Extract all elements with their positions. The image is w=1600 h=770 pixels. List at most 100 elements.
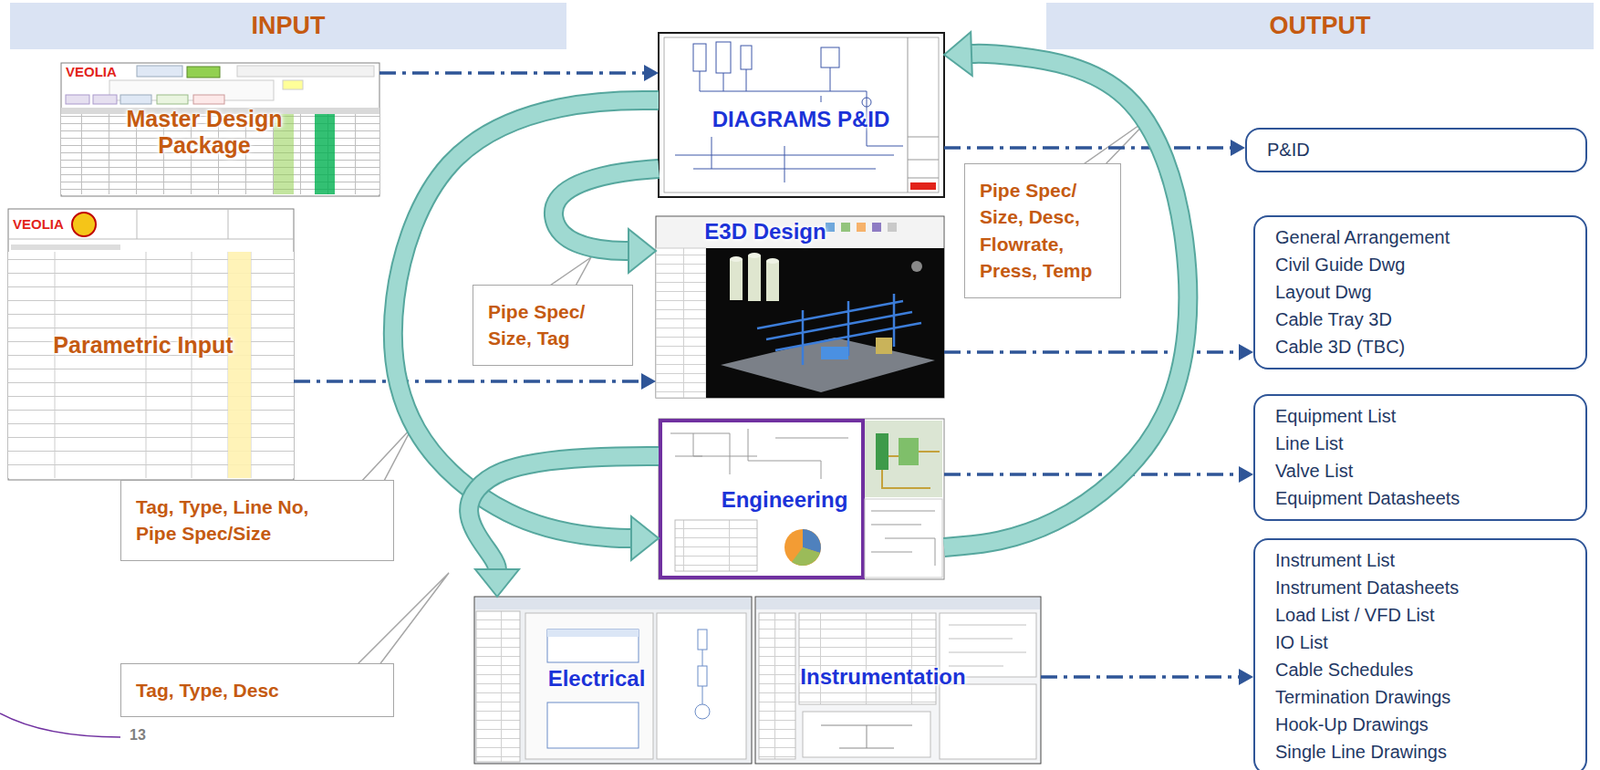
- dash-dot-line: [293, 379, 644, 384]
- tool-screenshot: Electrical: [474, 596, 752, 764]
- input-screenshot: Parametric Input: [8, 208, 294, 480]
- electrical-screenshot-part: [547, 629, 639, 663]
- arrow-head: [644, 64, 659, 82]
- callout-text: Pipe Spec/ Size, Desc, Flowrate, Press, …: [979, 176, 1106, 285]
- electrical-screenshot-part: [656, 612, 747, 759]
- callout-box: Tag, Type, Desc: [120, 663, 395, 717]
- pid-linework-part: [716, 41, 731, 73]
- parameter-sheet-screenshot-part: [228, 251, 251, 478]
- flow-arrow-outline: [553, 168, 659, 251]
- e3d-screenshot-part: [875, 337, 893, 354]
- electrical-screenshot-part: [547, 629, 639, 637]
- output-link: [379, 64, 659, 82]
- e3d-screenshot-part: [887, 222, 897, 232]
- section-heading: OUTPUT: [1269, 11, 1372, 41]
- e3d-screenshot-part: [911, 260, 923, 272]
- callout-text: Pipe Spec/ Size, Tag: [488, 298, 618, 353]
- screenshot-title: Master Design Package: [103, 105, 305, 159]
- instrumentation-screenshot-part: [756, 597, 1040, 610]
- electrical-screenshot-part: [475, 597, 751, 610]
- flow-arrow-outline: [944, 53, 1188, 548]
- parameter-sheet-screenshot-part: [8, 251, 294, 478]
- flow-arrow: [553, 168, 659, 273]
- label-holder: VEOLIA: [65, 63, 117, 80]
- section-band: INPUT: [10, 2, 567, 50]
- arrow-head: [1230, 139, 1246, 156]
- output-item: Load List / VFD List: [1275, 601, 1575, 629]
- instrumentation-screenshot: [755, 596, 1041, 764]
- tool-title: E3D Design: [674, 218, 857, 245]
- engineering-screenshot: [658, 418, 945, 580]
- output-item: Instrument Datasheets: [1275, 573, 1575, 602]
- pid-linework-part: [862, 97, 872, 107]
- e3d-screenshot-part: [656, 217, 944, 249]
- dash-dot-line: [944, 145, 1233, 150]
- spreadsheet-screenshot-part: [237, 65, 375, 77]
- callout-tails-part: [355, 572, 449, 666]
- e3d-screenshot-part: [757, 293, 922, 365]
- input-screenshot: Master Design Package: [61, 62, 380, 197]
- output-item: Equipment Datasheets: [1275, 484, 1575, 512]
- page-number: 13: [129, 727, 146, 744]
- e3d-screenshot-part: [872, 222, 882, 232]
- parameter-sheet-screenshot-part: [72, 212, 96, 237]
- flow-arrow-body: [944, 53, 1188, 548]
- arrow-head: [628, 228, 656, 273]
- e3d-screenshot-part: [748, 255, 761, 302]
- pid-linework-part: [740, 45, 752, 70]
- pid-screenshot-part: [907, 37, 939, 193]
- output-item: Valve List: [1275, 457, 1575, 485]
- callout-text: Tag, Type, Line No, Pipe Spec/Size: [135, 493, 333, 548]
- e3d-screenshot-part: [655, 216, 945, 398]
- screenshot-title: Parametric Input: [15, 332, 271, 359]
- output-item: P&ID: [1267, 135, 1575, 164]
- instrumentation-screenshot-part: [755, 596, 1041, 764]
- output-item: Instrument List: [1275, 546, 1575, 574]
- spreadsheet-screenshot-part: [282, 80, 303, 90]
- engineering-screenshot-part: [864, 420, 943, 498]
- e3d-screenshot-part: [729, 256, 743, 262]
- electrical-screenshot-part: [547, 702, 639, 749]
- callout-tails-part: [360, 426, 413, 483]
- pid-screenshot: [658, 32, 945, 198]
- engineering-screenshot-part: [784, 529, 821, 566]
- e3d-screenshot-part: [766, 258, 780, 264]
- tool-title: Electrical: [514, 665, 679, 692]
- flow-arrow-outline: [468, 456, 659, 572]
- flow-arrow: [944, 31, 1188, 548]
- company-logo: VEOLIA: [12, 216, 64, 232]
- arrow-head: [944, 31, 973, 76]
- spreadsheet-screenshot-part: [93, 94, 117, 104]
- output-link: [944, 139, 1246, 156]
- spreadsheet-screenshot-part: [156, 94, 188, 104]
- electrical-screenshot-part: [697, 665, 707, 686]
- engineering-screenshot-part: [670, 428, 849, 479]
- spreadsheet-screenshot-part: [65, 94, 90, 104]
- arrow-head: [1238, 343, 1254, 361]
- parameter-sheet-screenshot: [8, 208, 294, 480]
- tool-title: Instrumentation: [773, 664, 993, 690]
- e3d-screenshot-part: [825, 222, 835, 232]
- parameter-sheet-screenshot-part: [54, 251, 251, 478]
- dash-dot-line: [1040, 675, 1241, 679]
- instrumentation-screenshot-part: [939, 684, 1037, 759]
- output-item: Equipment List: [1275, 402, 1575, 430]
- electrical-screenshot-part: [702, 649, 704, 705]
- electrical-screenshot-part: [697, 629, 707, 650]
- tool-title: DIAGRAMS P&ID: [664, 106, 938, 133]
- pid-screenshot-part: [910, 182, 936, 190]
- callout-box: Pipe Spec/ Size, Tag: [472, 284, 634, 366]
- electrical-screenshot-part: [474, 596, 752, 764]
- instrumentation-screenshot-part: [758, 612, 796, 759]
- output-link: [944, 343, 1254, 361]
- arrow-head: [631, 516, 659, 561]
- engineering-screenshot-part: [791, 547, 821, 566]
- output-link: [1040, 668, 1254, 686]
- callout-tails: [355, 116, 1152, 666]
- arrow-head: [1238, 668, 1254, 686]
- engineering-screenshot-part: [898, 437, 919, 466]
- e3d-screenshot-part: [820, 346, 849, 360]
- output-item: Layout Dwg: [1275, 278, 1575, 306]
- e3d-screenshot-part: [655, 248, 707, 398]
